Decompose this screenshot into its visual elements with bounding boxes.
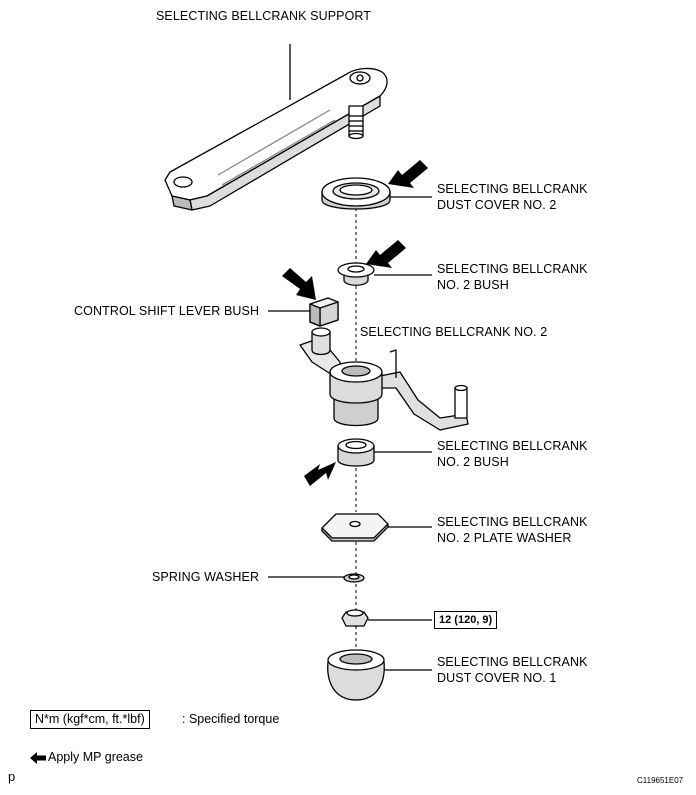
grease-arrow-icon <box>388 160 428 188</box>
grease-arrow-icon <box>282 268 316 300</box>
label-control-shift-lever-bush: CONTROL SHIFT LEVER BUSH <box>74 304 260 318</box>
label-bellcrank-no2: SELECTING BELLCRANK NO. 2 <box>360 325 548 339</box>
dust-cover-no1-part <box>327 649 432 701</box>
label-support: SELECTING BELLCRANK SUPPORT <box>156 9 372 23</box>
label-spring-washer: SPRING WASHER <box>152 570 260 584</box>
control-shift-lever-bush-part <box>268 297 339 327</box>
legend-torque-unit-box: N*m (kgf*cm, ft.*lbf) <box>30 710 150 729</box>
dust-cover-no2-part <box>321 177 432 210</box>
grease-arrows <box>282 160 428 486</box>
nut-part <box>341 609 432 627</box>
figure-code: C119651E07 <box>637 776 684 785</box>
grease-arrow-icon <box>366 240 406 268</box>
plate-washer-part <box>321 513 432 542</box>
legend-torque-desc: : Specified torque <box>182 712 280 726</box>
grease-legend-arrow-icon <box>30 752 46 764</box>
torque-value-box: 12 (120, 9) <box>434 611 498 629</box>
grease-arrow-icon <box>304 462 336 486</box>
upper-bush-part <box>337 262 432 286</box>
legend-grease: Apply MP grease <box>48 750 143 764</box>
lower-bush-part <box>337 438 432 467</box>
bellcrank-no2-part <box>299 327 469 431</box>
bellcrank-support-part <box>164 44 388 211</box>
spring-washer-part <box>268 573 365 583</box>
corner-mark: p <box>8 769 16 784</box>
